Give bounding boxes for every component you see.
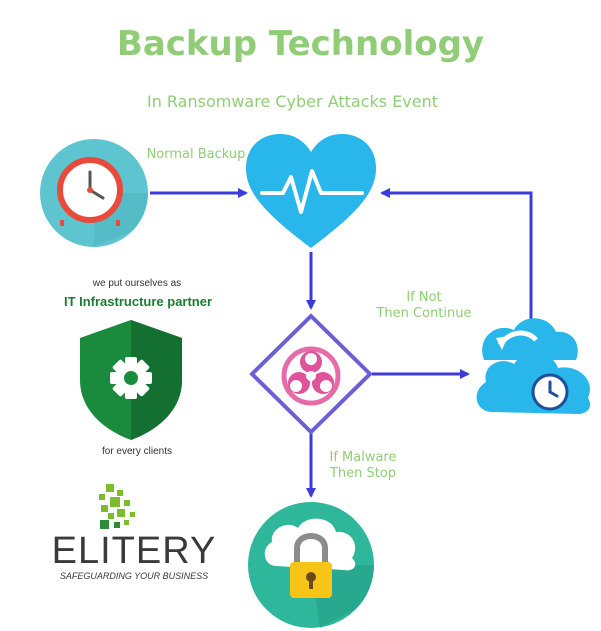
if-not-line2: Then Continue (376, 306, 472, 321)
biohazard-icon (249, 313, 373, 435)
page-subtitle: In Ransomware Cyber Attacks Event (146, 92, 439, 111)
arrow-cloud-to-heart (380, 188, 533, 320)
partner-outro: for every clients (101, 446, 173, 457)
if-malware-line1: If Malware (329, 450, 397, 465)
clock-icon (40, 139, 148, 247)
page-title: Backup Technology (116, 24, 485, 64)
cloud-backup-icon (476, 318, 591, 414)
shield-gear-icon (80, 320, 182, 440)
heart-pulse-icon (246, 134, 376, 248)
connectors (150, 188, 533, 498)
elitery-pixel-mark (99, 484, 135, 529)
if-malware-label: If Malware Then Stop (318, 450, 408, 482)
cloud-lock-icon (248, 502, 374, 628)
if-not-label: If Not Then Continue (362, 290, 486, 322)
brand-tagline: SAFEGUARDING YOUR BUSINESS (59, 571, 209, 581)
brand-name: ELITERY (51, 530, 217, 572)
partner-role: IT Infrastructure partner (63, 294, 213, 309)
partner-intro: we put ourselves as (92, 278, 182, 289)
if-malware-line2: Then Stop (329, 466, 397, 481)
if-not-line1: If Not (406, 290, 442, 305)
normal-backup-label: Normal Backup (146, 147, 246, 162)
